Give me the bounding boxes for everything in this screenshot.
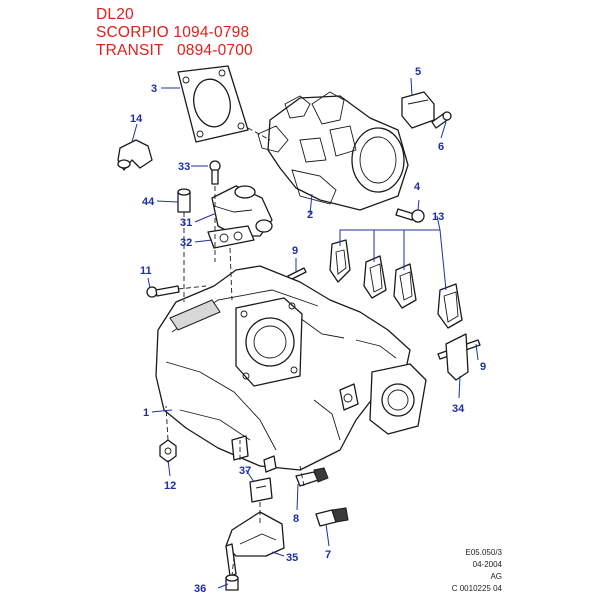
throttle-body xyxy=(257,91,409,211)
clip-37 xyxy=(249,477,273,503)
callout-37: 37 xyxy=(239,465,251,477)
assembly-dashed-lines xyxy=(165,127,305,577)
callout-3: 3 xyxy=(151,83,157,95)
footer-date: 04-2004 xyxy=(472,560,502,569)
throttle-body-gasket xyxy=(177,65,249,143)
idle-control-valve xyxy=(211,185,273,237)
callout-14: 14 xyxy=(130,113,143,125)
bolt-36 xyxy=(225,574,239,591)
intake-manifold xyxy=(155,265,427,471)
callout-12: 12 xyxy=(164,480,176,492)
callout-31: 31 xyxy=(180,217,192,229)
callout-9-lower: 9 xyxy=(480,361,486,373)
callout-2: 2 xyxy=(307,209,313,221)
header-scorpio: SCORPIO 1094-0798 xyxy=(96,24,250,41)
footer-code: AG xyxy=(490,572,502,581)
sensor-7 xyxy=(315,507,349,527)
callout-5: 5 xyxy=(415,66,421,78)
callout-36: 36 xyxy=(194,583,206,595)
callout-8: 8 xyxy=(293,513,299,525)
sensor-8 xyxy=(295,467,329,487)
callout-44: 44 xyxy=(142,196,155,208)
callout-labels: 3 5 6 14 33 4 2 44 31 32 13 9 11 9 1 34 … xyxy=(130,66,486,595)
callout-32: 32 xyxy=(180,237,192,249)
header-model: DL20 xyxy=(96,6,134,23)
callout-1: 1 xyxy=(143,407,149,419)
bolt-11 xyxy=(146,285,180,298)
callout-4: 4 xyxy=(414,181,421,193)
footer-reference: E05.050/3 xyxy=(465,548,502,557)
callout-35: 35 xyxy=(286,552,298,564)
bolt-33 xyxy=(209,160,221,185)
callout-13: 13 xyxy=(432,211,444,223)
cap-44 xyxy=(177,188,191,213)
footer-document: C 0010225 04 xyxy=(451,584,502,593)
callout-9-upper: 9 xyxy=(292,245,298,257)
nut-12 xyxy=(159,439,177,463)
callout-33: 33 xyxy=(178,161,190,173)
callout-11: 11 xyxy=(140,265,152,277)
bracket-35 xyxy=(225,511,285,577)
bolt-4 xyxy=(395,208,425,223)
bracket-34 xyxy=(445,333,469,381)
throttle-position-sensor xyxy=(401,91,435,129)
hose-fitting-14 xyxy=(117,139,153,171)
callout-leaders xyxy=(131,77,479,589)
callout-6: 6 xyxy=(438,141,444,153)
header-transit: TRANSIT 0894-0700 xyxy=(96,42,253,59)
callout-7: 7 xyxy=(325,549,331,561)
valve-gasket-32 xyxy=(207,225,255,249)
manifold-gaskets-13 xyxy=(329,239,463,329)
screw-6 xyxy=(431,111,452,129)
callout-34: 34 xyxy=(452,403,465,415)
